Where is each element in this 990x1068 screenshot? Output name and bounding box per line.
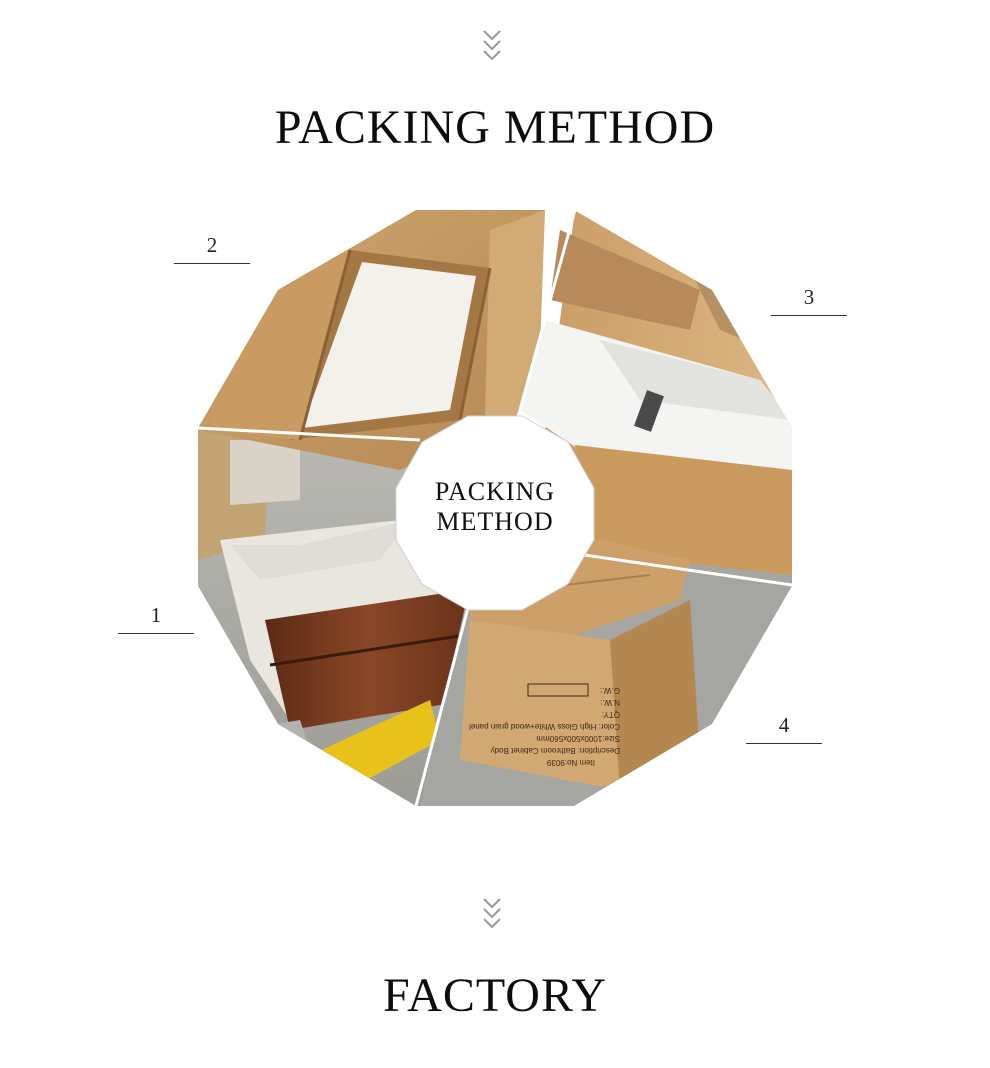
box-print-text: Item No:9039 Description: Bathroom Cabin…	[469, 686, 620, 767]
chevron-down-icon	[483, 30, 501, 61]
step-divider-1	[118, 633, 194, 634]
svg-text:Size:1000x500x560mm: Size:1000x500x560mm	[536, 734, 620, 743]
center-title: PACKING METHOD	[400, 477, 590, 537]
step-divider-3	[771, 315, 847, 316]
step-label-2: 2	[206, 233, 218, 257]
photo-step-2	[198, 210, 545, 470]
handling-symbols-icon	[527, 683, 589, 697]
step-label-1: 1	[150, 603, 162, 627]
svg-text:G.W.:: G.W.:	[600, 686, 620, 695]
chevron-down-icon	[483, 898, 501, 929]
svg-text:Item No:9039: Item No:9039	[546, 758, 595, 767]
center-badge	[395, 415, 595, 611]
center-title-line1: PACKING	[434, 477, 556, 506]
factory-title: FACTORY	[383, 969, 607, 1022]
step-label-3: 3	[803, 285, 815, 309]
step-divider-2	[174, 263, 250, 264]
step-divider-4	[746, 743, 822, 744]
svg-text:Color: High Gloss White+wood g: Color: High Gloss White+wood grain panel	[469, 722, 620, 731]
step-label-4: 4	[778, 713, 790, 737]
svg-text:Description: Bathroom Cabinet: Description: Bathroom Cabinet Body	[491, 746, 620, 755]
svg-text:N.W.:: N.W.:	[600, 698, 620, 707]
packing-method-title: PACKING METHOD	[274, 101, 716, 154]
center-title-line2: METHOD	[436, 507, 554, 536]
svg-text:QTY:: QTY:	[602, 710, 620, 719]
